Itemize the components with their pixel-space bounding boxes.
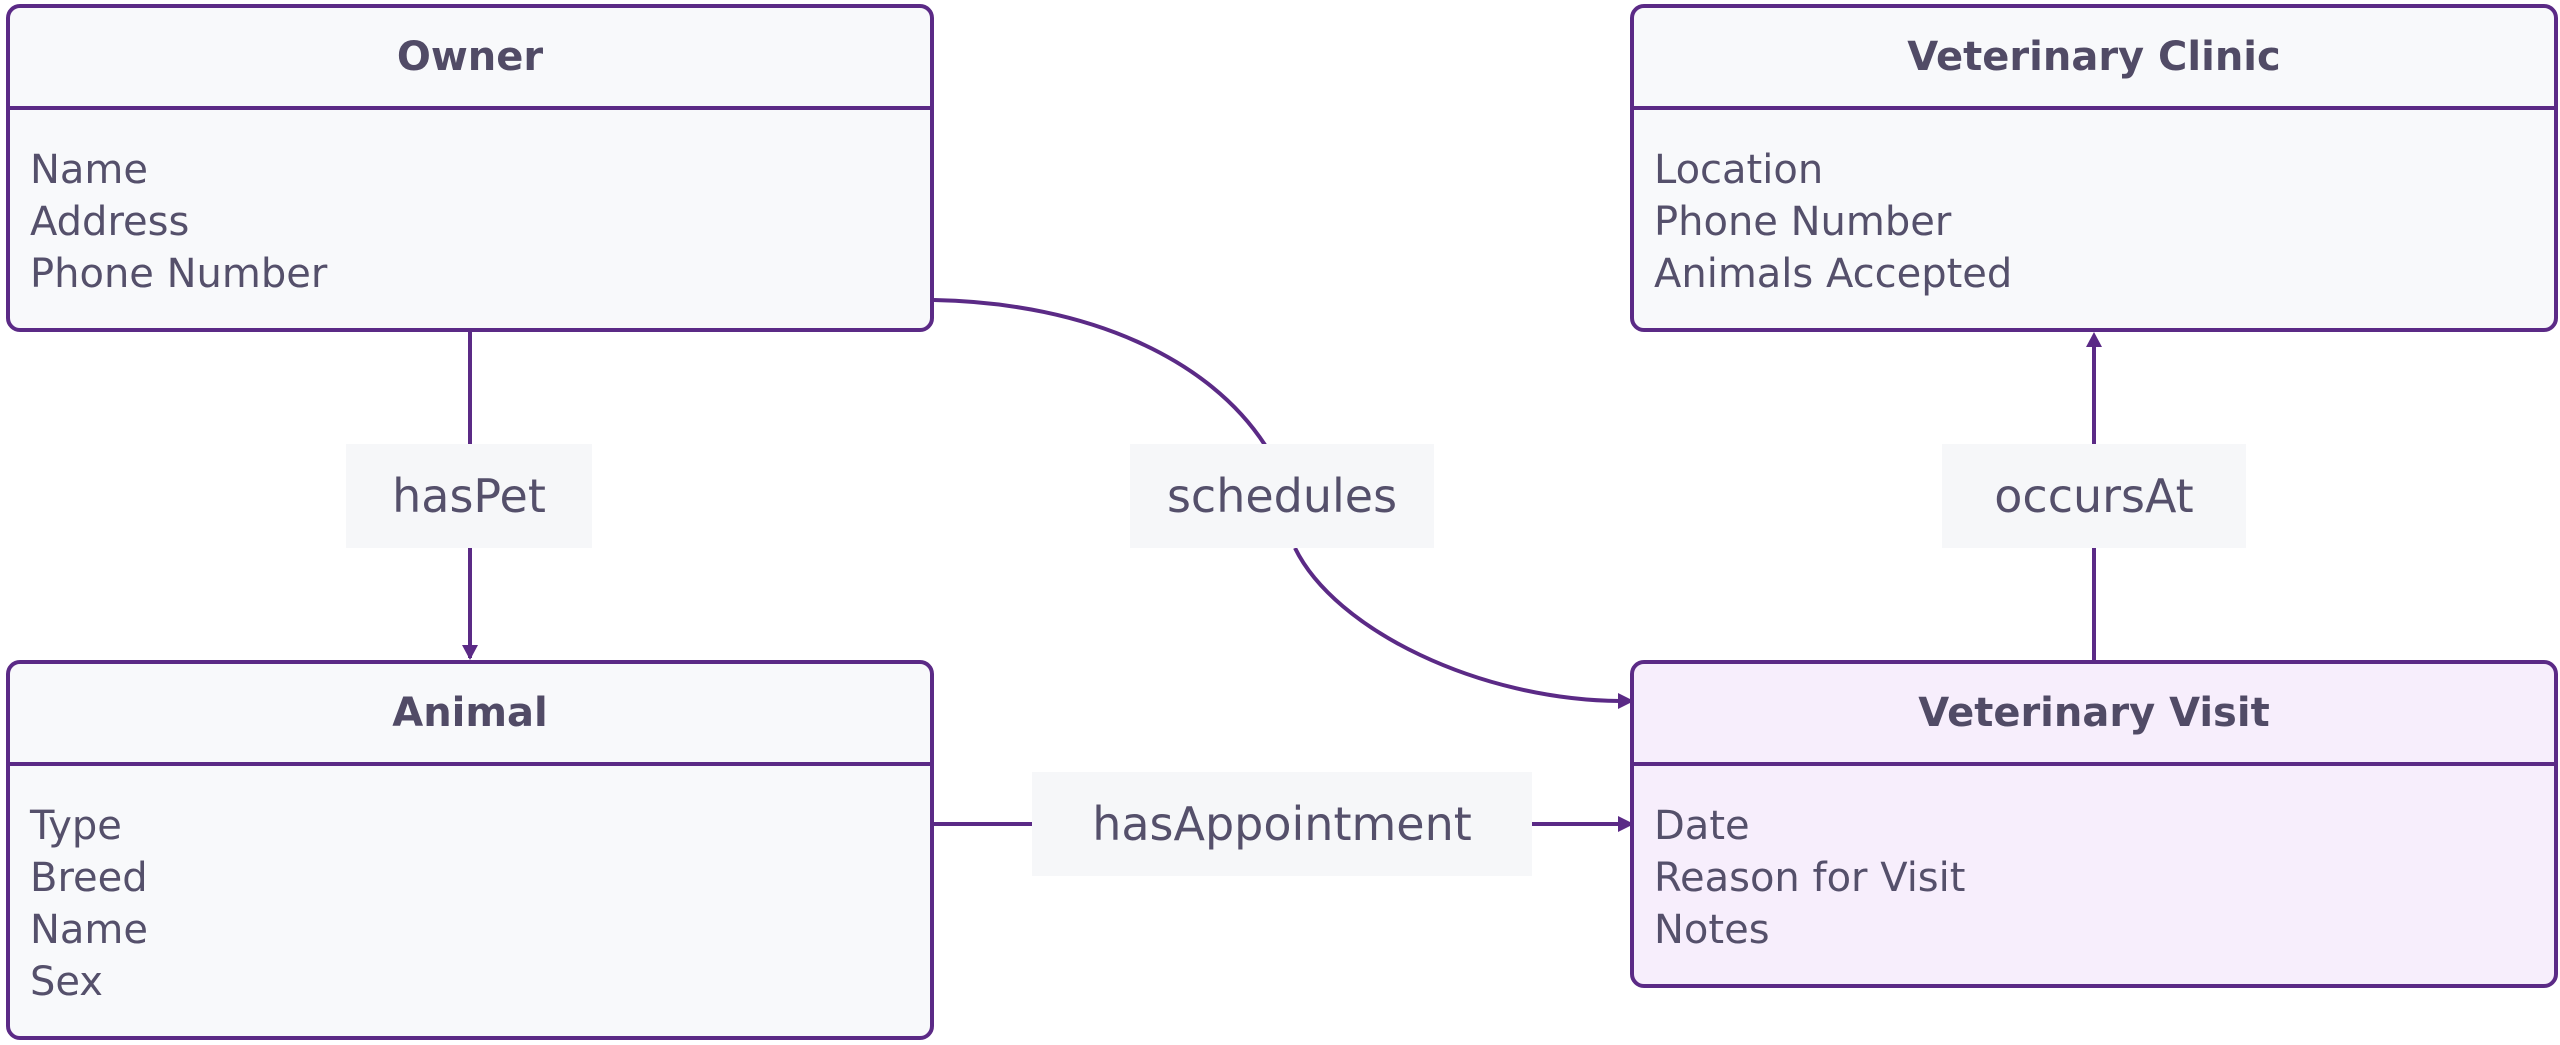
entity-owner-attributes: Name Address Phone Number	[10, 110, 930, 300]
attribute: Sex	[30, 959, 103, 1005]
schedules-connector-lower	[1293, 547, 1621, 703]
entity-animal-title: Animal	[10, 664, 930, 766]
attribute: Phone Number	[1654, 199, 1952, 245]
attribute: Reason for Visit	[1654, 855, 1966, 901]
entity-animal[interactable]: Animal Type Breed Name Sex	[6, 660, 934, 1040]
attribute: Notes	[1654, 907, 1770, 953]
entity-veterinary-clinic[interactable]: Veterinary Clinic Location Phone Number …	[1630, 4, 2558, 332]
attribute: Breed	[30, 855, 148, 901]
has-appointment-label[interactable]: hasAppointment	[1032, 772, 1532, 876]
has-pet-label[interactable]: hasPet	[346, 444, 592, 548]
entity-clinic-title: Veterinary Clinic	[1634, 8, 2554, 110]
entity-visit-attributes: Date Reason for Visit Notes	[1634, 766, 2554, 956]
attribute: Name	[30, 907, 149, 953]
attribute: Location	[1654, 147, 1824, 193]
entity-animal-attributes: Type Breed Name Sex	[10, 766, 930, 1008]
entity-veterinary-visit[interactable]: Veterinary Visit Date Reason for Visit N…	[1630, 660, 2558, 988]
has-appointment-arrowhead	[1618, 816, 1634, 832]
attribute: Name	[30, 147, 149, 193]
entity-owner[interactable]: Owner Name Address Phone Number	[6, 4, 934, 332]
attribute: Address	[30, 199, 190, 245]
attribute: Animals Accepted	[1654, 251, 2013, 297]
attribute: Type	[30, 803, 122, 849]
attribute: Date	[1654, 803, 1750, 849]
entity-visit-title: Veterinary Visit	[1634, 664, 2554, 766]
has-pet-arrowhead	[462, 645, 478, 660]
entity-owner-title: Owner	[10, 8, 930, 110]
occurs-at-label[interactable]: occursAt	[1942, 444, 2246, 548]
schedules-label[interactable]: schedules	[1130, 444, 1434, 548]
schedules-arrowhead	[1618, 693, 1634, 709]
occurs-at-arrowhead	[2086, 332, 2102, 347]
schedules-connector	[933, 298, 1267, 447]
attribute: Phone Number	[30, 251, 328, 297]
entity-clinic-attributes: Location Phone Number Animals Accepted	[1634, 110, 2554, 300]
